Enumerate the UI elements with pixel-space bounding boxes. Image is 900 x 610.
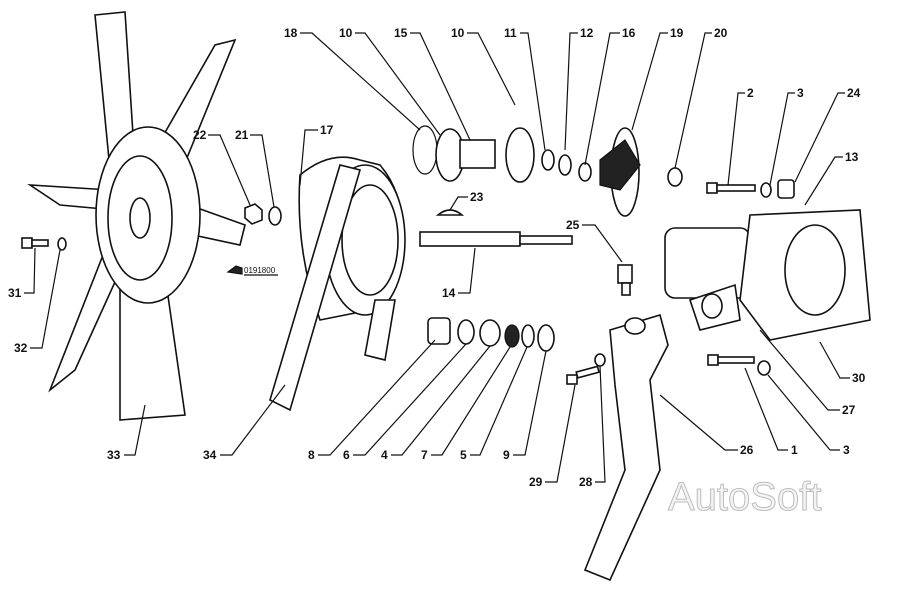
callout-1: 1 xyxy=(791,443,798,457)
fan xyxy=(27,11,246,421)
callout-12: 12 xyxy=(580,26,594,40)
callout-32: 32 xyxy=(14,341,28,355)
shaft-14 xyxy=(419,231,573,247)
callout-34: 34 xyxy=(203,448,217,462)
pump-housing-13 xyxy=(664,209,871,341)
callout-4: 4 xyxy=(381,448,388,462)
bolt-and-washer-31-32 xyxy=(21,237,67,251)
nut-22 xyxy=(244,203,263,225)
circlip-18 xyxy=(412,125,438,175)
callout-18: 18 xyxy=(284,26,298,40)
pipe-flange xyxy=(624,317,646,335)
nut-8 xyxy=(427,317,451,345)
callout-30: 30 xyxy=(852,371,866,385)
bolt-29 xyxy=(566,365,601,385)
callout-9: 9 xyxy=(503,448,510,462)
ring-12 xyxy=(558,154,572,176)
leader-lines xyxy=(24,32,850,483)
watermark: AutoSoft xyxy=(668,475,821,519)
callout-28: 28 xyxy=(579,475,593,489)
plug-24 xyxy=(777,179,795,199)
washer-21 xyxy=(268,206,282,226)
nut-20 xyxy=(667,167,683,187)
callout-6: 6 xyxy=(343,448,350,462)
spacer-15 xyxy=(459,139,496,169)
washer-9 xyxy=(537,324,555,352)
callout-2: 2 xyxy=(747,86,754,100)
bushing-4 xyxy=(479,319,501,347)
belt xyxy=(269,164,362,412)
callout-10: 10 xyxy=(339,26,353,40)
callout-3: 3 xyxy=(797,86,804,100)
callout-22: 22 xyxy=(193,128,207,142)
key-23 xyxy=(435,209,465,216)
callout-20: 20 xyxy=(714,26,728,40)
washer-28 xyxy=(594,353,606,367)
spring-7 xyxy=(504,324,520,348)
washer-3 xyxy=(760,182,772,198)
callout-15: 15 xyxy=(394,26,408,40)
callout-33: 33 xyxy=(107,448,121,462)
bearing-10b xyxy=(505,127,535,183)
callout-10: 10 xyxy=(451,26,465,40)
callout-13: 13 xyxy=(845,150,859,164)
callout-27: 27 xyxy=(842,403,856,417)
seal-16 xyxy=(578,162,592,182)
callout-23: 23 xyxy=(470,190,484,204)
callout-7: 7 xyxy=(421,448,428,462)
outlet-pipe-26 xyxy=(583,313,669,582)
callout-25: 25 xyxy=(566,218,580,232)
callout-24: 24 xyxy=(847,86,861,100)
belt-end xyxy=(364,299,396,361)
callout-3: 3 xyxy=(843,443,850,457)
callout-17: 17 xyxy=(320,123,334,137)
ring-11 xyxy=(541,149,555,171)
callout-14: 14 xyxy=(442,286,456,300)
callout-labels: 18 10 15 10 11 12 16 19 20 2 3 24 13 22 … xyxy=(8,26,866,489)
callout-21: 21 xyxy=(235,128,249,142)
callout-31: 31 xyxy=(8,286,22,300)
impeller-19 xyxy=(599,127,641,217)
ring-6 xyxy=(457,319,475,345)
bolt-1 xyxy=(707,354,755,366)
callout-11: 11 xyxy=(504,26,517,40)
reference-code: 0191800 xyxy=(226,265,278,276)
svg-text:0191800: 0191800 xyxy=(244,266,276,275)
seal-5 xyxy=(521,324,535,348)
callout-8: 8 xyxy=(308,448,315,462)
nut-3 xyxy=(757,360,771,376)
callout-16: 16 xyxy=(622,26,636,40)
callout-5: 5 xyxy=(460,448,467,462)
callout-19: 19 xyxy=(670,26,684,40)
bolt-2 xyxy=(706,182,756,194)
callout-26: 26 xyxy=(740,443,754,457)
callout-29: 29 xyxy=(529,475,543,489)
sensor-25 xyxy=(617,264,633,296)
